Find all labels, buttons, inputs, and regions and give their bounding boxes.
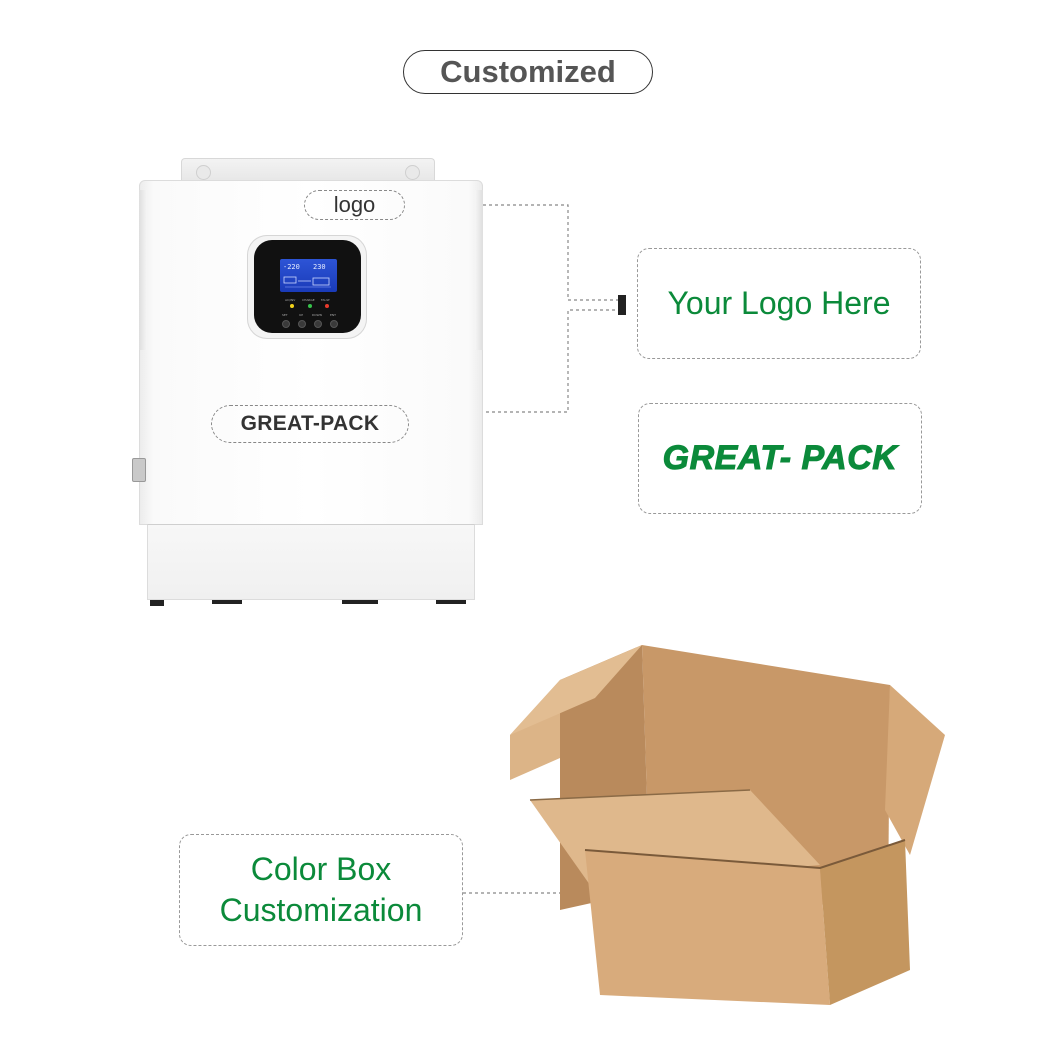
indicator-label: FAULT: [321, 298, 330, 302]
inverter-bottom-cover: [147, 524, 475, 600]
key-up: [298, 320, 306, 328]
color-box-line1: Color Box: [250, 851, 392, 887]
indicator-label: AC/INV: [285, 298, 296, 302]
inverter-foot: [342, 600, 378, 604]
color-box-line2: Customization: [219, 892, 423, 928]
connector-bracket: [618, 295, 626, 315]
page-title: Customized: [403, 50, 653, 94]
carton-edge: [584, 839, 906, 870]
inverter-side-connector: [132, 458, 146, 482]
lcd-screen: -220 230: [280, 259, 337, 292]
color-box-callout: Color Box Customization: [179, 834, 463, 946]
brand-logo-box: GREAT- PACK: [638, 403, 922, 514]
lcd-value-right: 230: [313, 263, 326, 271]
inverter-foot: [436, 600, 466, 604]
logo-position-label: logo: [304, 190, 405, 220]
brand-position-label: GREAT-PACK: [211, 405, 409, 443]
inverter-body: [139, 180, 483, 525]
inverter-side-left: [139, 190, 147, 350]
carton-box-image: [510, 645, 945, 1005]
lcd-value-left: -220: [283, 263, 300, 271]
carton-right-face: [820, 840, 910, 1005]
mount-hole: [196, 165, 211, 180]
key-down: [314, 320, 322, 328]
carton-edge: [529, 789, 751, 801]
indicator-label: CHARGE: [302, 298, 315, 302]
key-label: UP: [299, 313, 304, 317]
led-charge: [308, 304, 312, 308]
inverter-foot: [212, 600, 242, 604]
led-fault: [325, 304, 329, 308]
key-enter: [330, 320, 338, 328]
key-label: ENT: [330, 313, 336, 317]
carton-front-face: [585, 850, 830, 1005]
led-ac-inv: [290, 304, 294, 308]
carton-right-flap: [885, 685, 945, 855]
inverter-side-right: [475, 190, 483, 350]
key-set: [282, 320, 290, 328]
key-label: SET: [282, 313, 288, 317]
lcd-graphics: [283, 276, 331, 288]
carton-left-flap-top: [510, 645, 642, 735]
mount-hole: [405, 165, 420, 180]
inverter-foot: [150, 600, 164, 606]
your-logo-box: Your Logo Here: [637, 248, 921, 359]
key-label: DOWN: [312, 313, 322, 317]
